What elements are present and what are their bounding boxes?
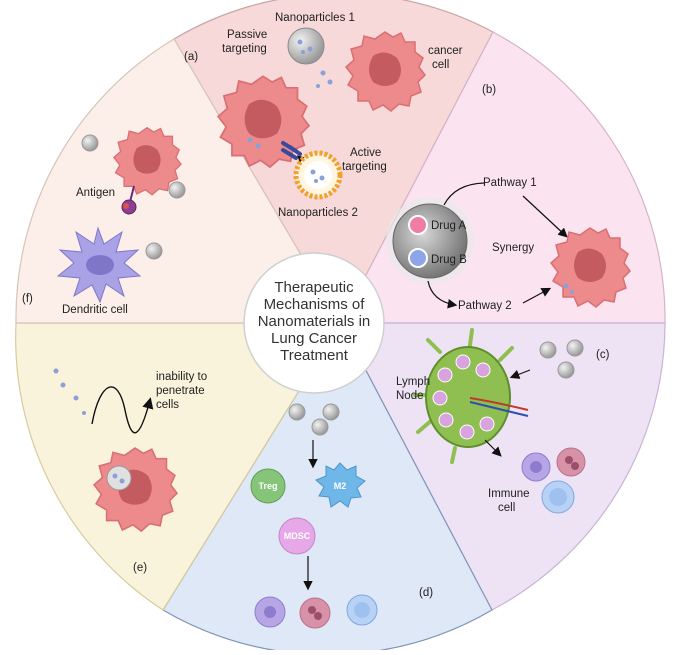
m2-macrophage-icon (315, 462, 366, 508)
np-icon (566, 339, 584, 357)
center-title: Therapeutic Mechanisms of Nanomaterials … (243, 252, 385, 394)
cancer-label-1: cancer (428, 45, 463, 57)
inability-label-3: cells (156, 399, 179, 411)
drug-a-label: Drug A (431, 220, 466, 232)
panel-a: (a) Nanoparticles 1 Passive targeting ca… (184, 12, 463, 219)
np-icon (539, 341, 557, 359)
np-icon (288, 403, 306, 421)
panel-e-letter: (e) (133, 562, 147, 574)
np-icon (322, 403, 340, 421)
lymph-label-2: Node (396, 390, 424, 402)
m2-label: M2 (334, 481, 347, 491)
panel-d: (d) Treg M2 MDSC (250, 403, 433, 629)
np-icon (168, 181, 186, 199)
center-line-4: Lung Cancer (271, 330, 357, 347)
nanoparticles-1-label: Nanoparticles 1 (275, 12, 355, 24)
np-icon (81, 134, 99, 152)
panel-b: (b) Drug A Drug B Synergy Pathway 1 Path… (386, 84, 631, 312)
liposome-icon (293, 150, 343, 200)
active-label-2: targeting (342, 161, 387, 173)
pathway-1-label: Pathway 1 (483, 177, 537, 189)
drug-b-icon (408, 248, 428, 268)
nanoparticle-1-icon (287, 27, 325, 65)
panel-f-letter: (f) (22, 293, 33, 305)
panel-c-letter: (c) (596, 349, 610, 361)
passive-label-2: targeting (222, 43, 267, 55)
immune-cell-icon (299, 597, 331, 629)
center-line-3: Nanomaterials in (258, 313, 371, 330)
antigen-label: Antigen (76, 187, 115, 199)
np-icon (557, 361, 575, 379)
receptor-icon (281, 141, 302, 160)
np-icon (311, 418, 329, 436)
nanoparticles-2-label: Nanoparticles 2 (278, 207, 358, 219)
immune-label-2: cell (498, 502, 515, 514)
immune-label-1: Immune (488, 488, 530, 500)
np-icon (106, 465, 132, 491)
path-curve (91, 386, 154, 434)
mdsc-label: MDSC (284, 531, 311, 541)
dendritic-label: Dendritic cell (62, 304, 128, 316)
panel-a-letter: (a) (184, 51, 198, 63)
inability-label-1: inability to (156, 371, 207, 383)
panel-e: (e) inability to penetrate cells (53, 368, 207, 574)
panel-f: (f) Antigen Dendritic cell (22, 127, 186, 316)
panel-e-sector (15, 322, 343, 611)
drug-b-label: Drug B (431, 254, 467, 266)
passive-label-1: Passive (227, 29, 267, 41)
mdsc-cell-icon (278, 517, 316, 555)
np-icon (145, 242, 163, 260)
active-label-1: Active (350, 147, 381, 159)
cancer-label-2: cell (432, 59, 449, 71)
lymph-node-icon (413, 328, 529, 464)
dendritic-cell-icon (56, 226, 142, 304)
panel-c: (c) Lymph Node (396, 328, 610, 514)
center-line-2: Mechanisms of (264, 296, 366, 313)
panel-d-letter: (d) (419, 587, 433, 599)
synergy-label: Synergy (492, 242, 534, 254)
panel-b-letter: (b) (482, 84, 496, 96)
inability-label-2: penetrate (156, 385, 205, 397)
drug-carrier-icon (392, 203, 468, 279)
drug-a-icon (408, 215, 428, 235)
center-line-5: Treatment (280, 347, 349, 364)
pathway-2-label: Pathway 2 (458, 300, 512, 312)
center-line-1: Therapeutic (274, 279, 354, 296)
treg-cell-icon (250, 468, 286, 504)
lymph-label-1: Lymph (396, 376, 430, 388)
treg-label: Treg (258, 481, 277, 491)
